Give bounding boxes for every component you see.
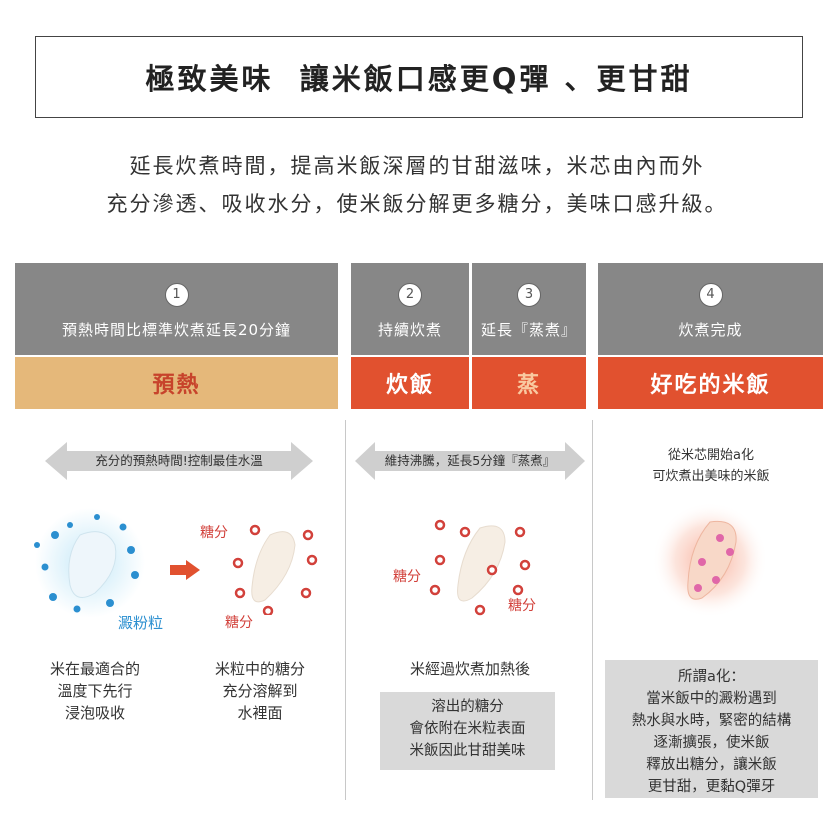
sugar-info-line: 米飯因此甘甜美味 [409,743,526,759]
caption-soak-line: 浸泡吸收 [64,704,125,722]
band-cook: 炊飯 [351,357,469,409]
glowing-rice-illustration [652,502,768,618]
step-number-3: 3 [517,283,541,307]
sugar-info-line: 溶出的糖分 [431,699,504,715]
band-steam: 蒸 [472,357,586,409]
caption-cooked: 米經過炊煮加熱後 [409,660,530,678]
title-box: 極致美味 讓米飯口感更Q彈 、更甘甜 [35,36,803,118]
sugar-info-box: 溶出的糖分 會依附在米粒表面 米飯因此甘甜美味 [380,692,555,770]
band-preheat: 預熱 [15,357,338,409]
caption-soak: 米在最適合的 溫度下先行 浸泡吸收 [20,658,170,724]
step-label-4: 炊煮完成 [678,321,743,339]
sugar-info-line: 會依附在米粒表面 [409,721,526,737]
step-header-3: 3 延長『蒸煮』 [472,263,586,355]
rice-sugar-illustration [232,524,318,615]
column-divider-2 [592,420,593,800]
double-arrow-1: 充分的預熱時間!控制最佳水溫 [45,442,313,480]
sugar-label-top: 糖分 [200,525,228,541]
cooking-rice-illustration [429,519,531,616]
alpha-note: 從米芯開始a化 可炊煮出美味的米飯 [600,445,822,487]
starch-label: 澱粉粒 [118,614,164,632]
sugar-label-left: 糖分 [393,569,421,585]
alpha-note-line: 可炊煮出美味的米飯 [652,469,770,484]
alpha-note-line: 從米芯開始a化 [668,448,754,463]
page-title: 極致美味 讓米飯口感更Q彈 、更甘甜 [145,62,693,96]
right-arrow-icon [170,560,200,580]
caption-dissolve-line: 米粒中的糖分 [214,660,305,678]
step-label-1: 預熱時間比標準炊煮延長20分鐘 [61,321,292,339]
arrow-1-text: 充分的預熱時間!控制最佳水溫 [95,453,263,468]
intro-line-1: 延長炊煮時間，提高米飯深層的甘甜滋味，米芯由內而外 [129,154,705,178]
alpha-info-line: 更甘甜，更黏Q彈牙 [647,779,776,795]
step-number-1: 1 [164,283,189,307]
caption-dissolve: 米粒中的糖分 充分溶解到 水裡面 [185,658,335,724]
alpha-info-box: 所謂a化： 當米飯中的澱粉遇到 熱水與水時，緊密的結構 逐漸擴張，使米飯 釋放出… [605,660,818,798]
step-header-4: 4 炊煮完成 [598,263,823,355]
caption-soak-line: 米在最適合的 [49,660,140,678]
sugar-label-right: 糖分 [508,598,536,614]
alpha-info-line: 當米飯中的澱粉遇到 [646,691,777,707]
starch-grain-illustration [34,508,145,618]
sugar-label-bottom: 糖分 [225,615,253,631]
intro-line-2: 充分滲透、吸收水分，使米飯分解更多糖分，美味口感升級。 [106,192,728,216]
caption-dissolve-line: 水裡面 [237,704,283,722]
caption-soak-line: 溫度下先行 [57,682,133,700]
column-divider-1 [345,420,346,800]
step-number-2: 2 [398,283,422,307]
caption-dissolve-line: 充分溶解到 [222,682,298,700]
step-header-1: 1 預熱時間比標準炊煮延長20分鐘 [15,263,338,355]
alpha-info-line: 熱水與水時，緊密的結構 [631,713,792,729]
step-header-2: 2 持續炊煮 [351,263,469,355]
alpha-info-line: 逐漸擴張，使米飯 [653,735,770,751]
band-done: 好吃的米飯 [598,357,823,409]
step-number-4: 4 [698,283,723,307]
step-label-2: 持續炊煮 [377,321,442,339]
alpha-info-line: 釋放出糖分，讓米飯 [646,757,777,773]
arrow-2-text: 維持沸騰，延長5分鐘『蒸煮』 [384,453,556,468]
alpha-info-line: 所謂a化： [678,669,745,685]
step-label-3: 延長『蒸煮』 [480,321,577,339]
double-arrow-2: 維持沸騰，延長5分鐘『蒸煮』 [355,442,585,480]
